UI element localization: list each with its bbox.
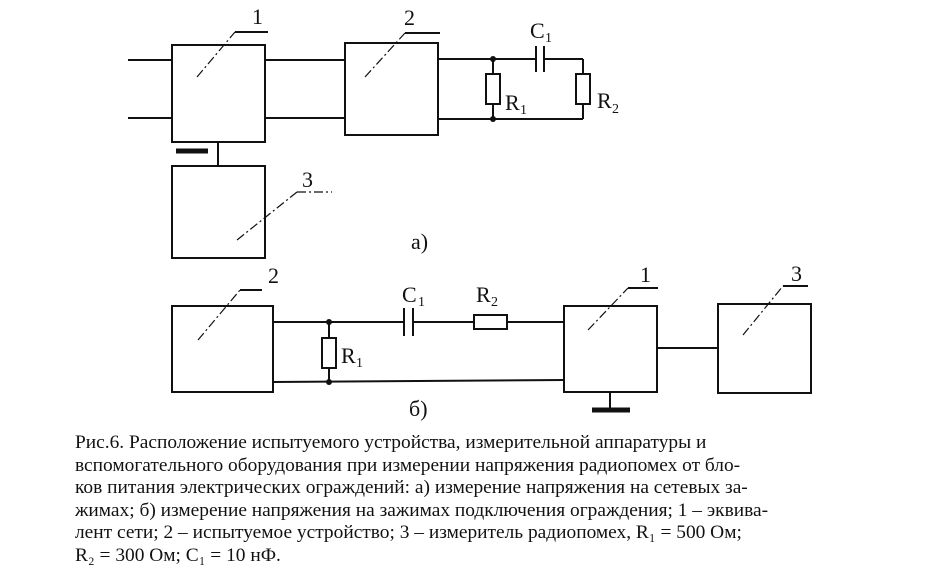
block-1-leader (196, 31, 236, 78)
junction-dot (490, 116, 496, 122)
capacitor-c1-letter: C (530, 18, 545, 43)
resistor-r1-sub: 1 (520, 103, 527, 118)
diagram-a: 1 2 C 1 R 1 R 2 (128, 4, 619, 259)
caption-line: лент сети; 2 – испытуемое устройство; 3 … (75, 522, 742, 543)
caption-line: ков питания электрических ограждений: а)… (75, 477, 748, 498)
resistor-r1 (321, 337, 337, 369)
diagram-b: 2 C 1 R 2 R 1 1 3 (171, 261, 812, 421)
capacitor-c1-sub: 1 (545, 31, 552, 46)
caption-line: жимах; б) измерение напряжения на зажима… (75, 499, 769, 521)
resistor-r2-letter: R (597, 88, 612, 113)
resistor-r1-sub: 1 (356, 356, 363, 371)
resistor-r2 (473, 314, 508, 330)
block-3 (717, 303, 812, 394)
figure-caption: Рис.6. Расположение испытуемого устройст… (75, 432, 911, 567)
block-3-label: 3 (791, 261, 802, 286)
line-bottom (272, 379, 565, 383)
block-2-leader (364, 32, 406, 78)
junction-dot (326, 319, 332, 325)
block-3-leader (236, 191, 298, 241)
resistor-r2-letter: R (476, 282, 491, 307)
junction-dot (490, 56, 496, 62)
resistor-r1-letter: R (341, 343, 356, 368)
figure-label-a: а) (411, 229, 428, 254)
block-3-leader (742, 285, 784, 336)
caption-line: Рис.6. Расположение испытуемого устройст… (75, 432, 707, 453)
block-2 (344, 42, 439, 136)
resistor-r1 (485, 73, 501, 105)
caption-line: R₂ = 300 Ом; C₁ = 10 нФ. (75, 544, 281, 566)
circuit-diagrams: 1 2 C 1 R 1 R 2 (128, 4, 812, 421)
block-3 (171, 165, 266, 259)
caption-line: вспомогательного оборудования при измере… (75, 454, 741, 476)
block-1-label: 1 (640, 262, 651, 287)
resistor-r2-sub: 2 (612, 102, 619, 117)
block-3-label: 3 (302, 167, 313, 192)
block-2-label: 2 (268, 263, 279, 288)
block-1-leader (587, 287, 629, 331)
block-2-leader (197, 289, 241, 341)
resistor-r2-sub: 2 (491, 295, 498, 310)
resistor-r1-letter: R (505, 90, 520, 115)
block-1 (171, 44, 266, 143)
block-1-label: 1 (252, 4, 263, 29)
block-1 (563, 305, 658, 393)
capacitor-c1-sub: 1 (418, 295, 425, 310)
capacitor-c1-letter: C (402, 282, 417, 307)
block-2 (171, 305, 274, 393)
resistor-r2 (575, 73, 591, 105)
figure-label-b: б) (409, 396, 428, 421)
block-2-label: 2 (404, 5, 415, 30)
